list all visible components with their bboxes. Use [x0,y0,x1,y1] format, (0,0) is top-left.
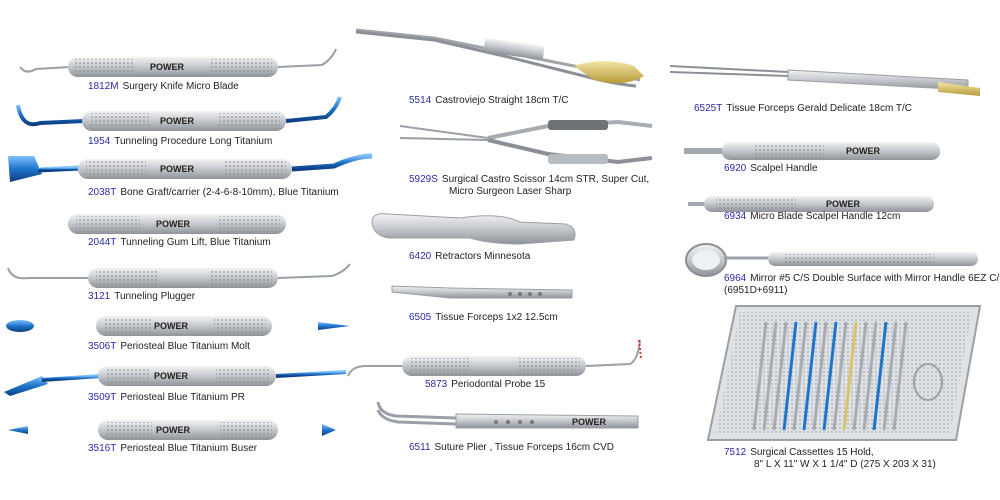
product-code: 6920 [724,163,747,174]
product-name: Mirror #5 C/S Double Surface with Mirror… [750,273,1000,284]
product-name: Tunneling Gum Lift, Blue Titanium [120,237,271,248]
product-image-2038T: POWER [8,153,373,182]
product-code: 1812M [88,81,119,92]
product-name: Retractors Minnesota [435,251,531,262]
product-name: Scalpel Handle [750,163,818,174]
product-name: Tissue Forceps Gerald Delicate 18cm T/C [726,103,912,114]
brand-logo: POWER [156,219,191,229]
product-name: Bone Graft/carrier (2-4-6-8-10mm), Blue … [120,187,339,198]
product-code: 3516T [88,443,117,454]
product-name: Periosteal Blue Titanium PR [120,392,245,403]
product-code: 6420 [409,251,432,262]
brand-logo: POWER [160,164,195,174]
product-name: Surgical Cassettes 15 Hold, [750,447,874,458]
product-image-5929S [399,119,653,165]
product-name: Periosteal Blue Titanium Molt [120,341,250,352]
brand-logo: POWER [160,116,195,126]
product-name: Periodontal Probe 15 [451,379,546,390]
product-image-1812M: POWER [19,48,337,77]
product-image-6920: POWER [684,142,940,160]
product-image-2044T: POWER [8,214,368,234]
product-code: 3121 [88,291,111,302]
product-image-6964 [685,243,978,277]
product-name-line2: 8" L X 11" W X 1 1/4" D (275 X 203 X 31) [754,459,936,470]
product-image-3509T: POWER [4,366,347,396]
product-name: Surgical Castro Scissor 14cm STR, Super … [441,174,650,185]
brand-logo: POWER [150,62,185,72]
product-name-line2: (6951D+6911) [724,285,788,296]
product-name-line2: Micro Surgeon Laser Sharp [449,186,572,197]
product-code: 2044T [88,237,117,248]
product-image-3506T: POWER [6,316,350,336]
product-code: 6964 [724,273,747,284]
product-name: Castroviejo Straight 18cm T/C [435,95,569,106]
product-name: Micro Blade Scalpel Handle 12cm [750,211,901,222]
product-name: Tissue Forceps 1x2 12.5cm [435,312,558,323]
product-code: 3506T [88,341,117,352]
brand-logo: POWER [156,425,191,435]
product-name: Surgery Knife Micro Blade [122,81,239,92]
product-code: 5929S [409,174,438,185]
product-code: 6511 [409,442,431,453]
brand-logo: POWER [846,146,881,156]
product-code: 2038T [88,187,117,198]
product-code: 1954 [88,136,111,147]
product-code: 3509T [88,392,117,403]
product-image-7512 [706,305,982,441]
product-image-6505 [391,285,573,299]
product-image-6525T [669,65,980,96]
product-code: 6934 [724,211,747,222]
brand-logo: POWER [572,417,607,427]
product-code: 6505 [409,312,432,323]
product-image-6511: POWER [376,401,639,429]
product-name: Tunneling Plugger [114,291,196,302]
product-code: 6525T [694,103,723,114]
product-name: Tunneling Procedure Long Titanium [114,136,273,147]
product-image-5514 [355,28,644,88]
product-code: 5514 [409,95,432,106]
product-image-3121 [7,263,351,288]
brand-logo: POWER [154,321,189,331]
product-image-1954: POWER [16,96,342,131]
brand-logo: POWER [154,371,189,381]
product-code: 7512 [724,447,747,458]
brand-logo: POWER [826,199,861,209]
product-name: Periosteal Blue Titanium Buser [120,443,258,454]
product-image-6420 [371,213,576,245]
product-image-6934: POWER [688,196,934,212]
product-image-5873 [347,339,642,377]
product-name: Suture Plier , Tissue Forceps 16cm CVD [434,442,615,453]
product-code: 5873 [425,379,448,390]
product-image-3516T: POWER [8,420,336,440]
